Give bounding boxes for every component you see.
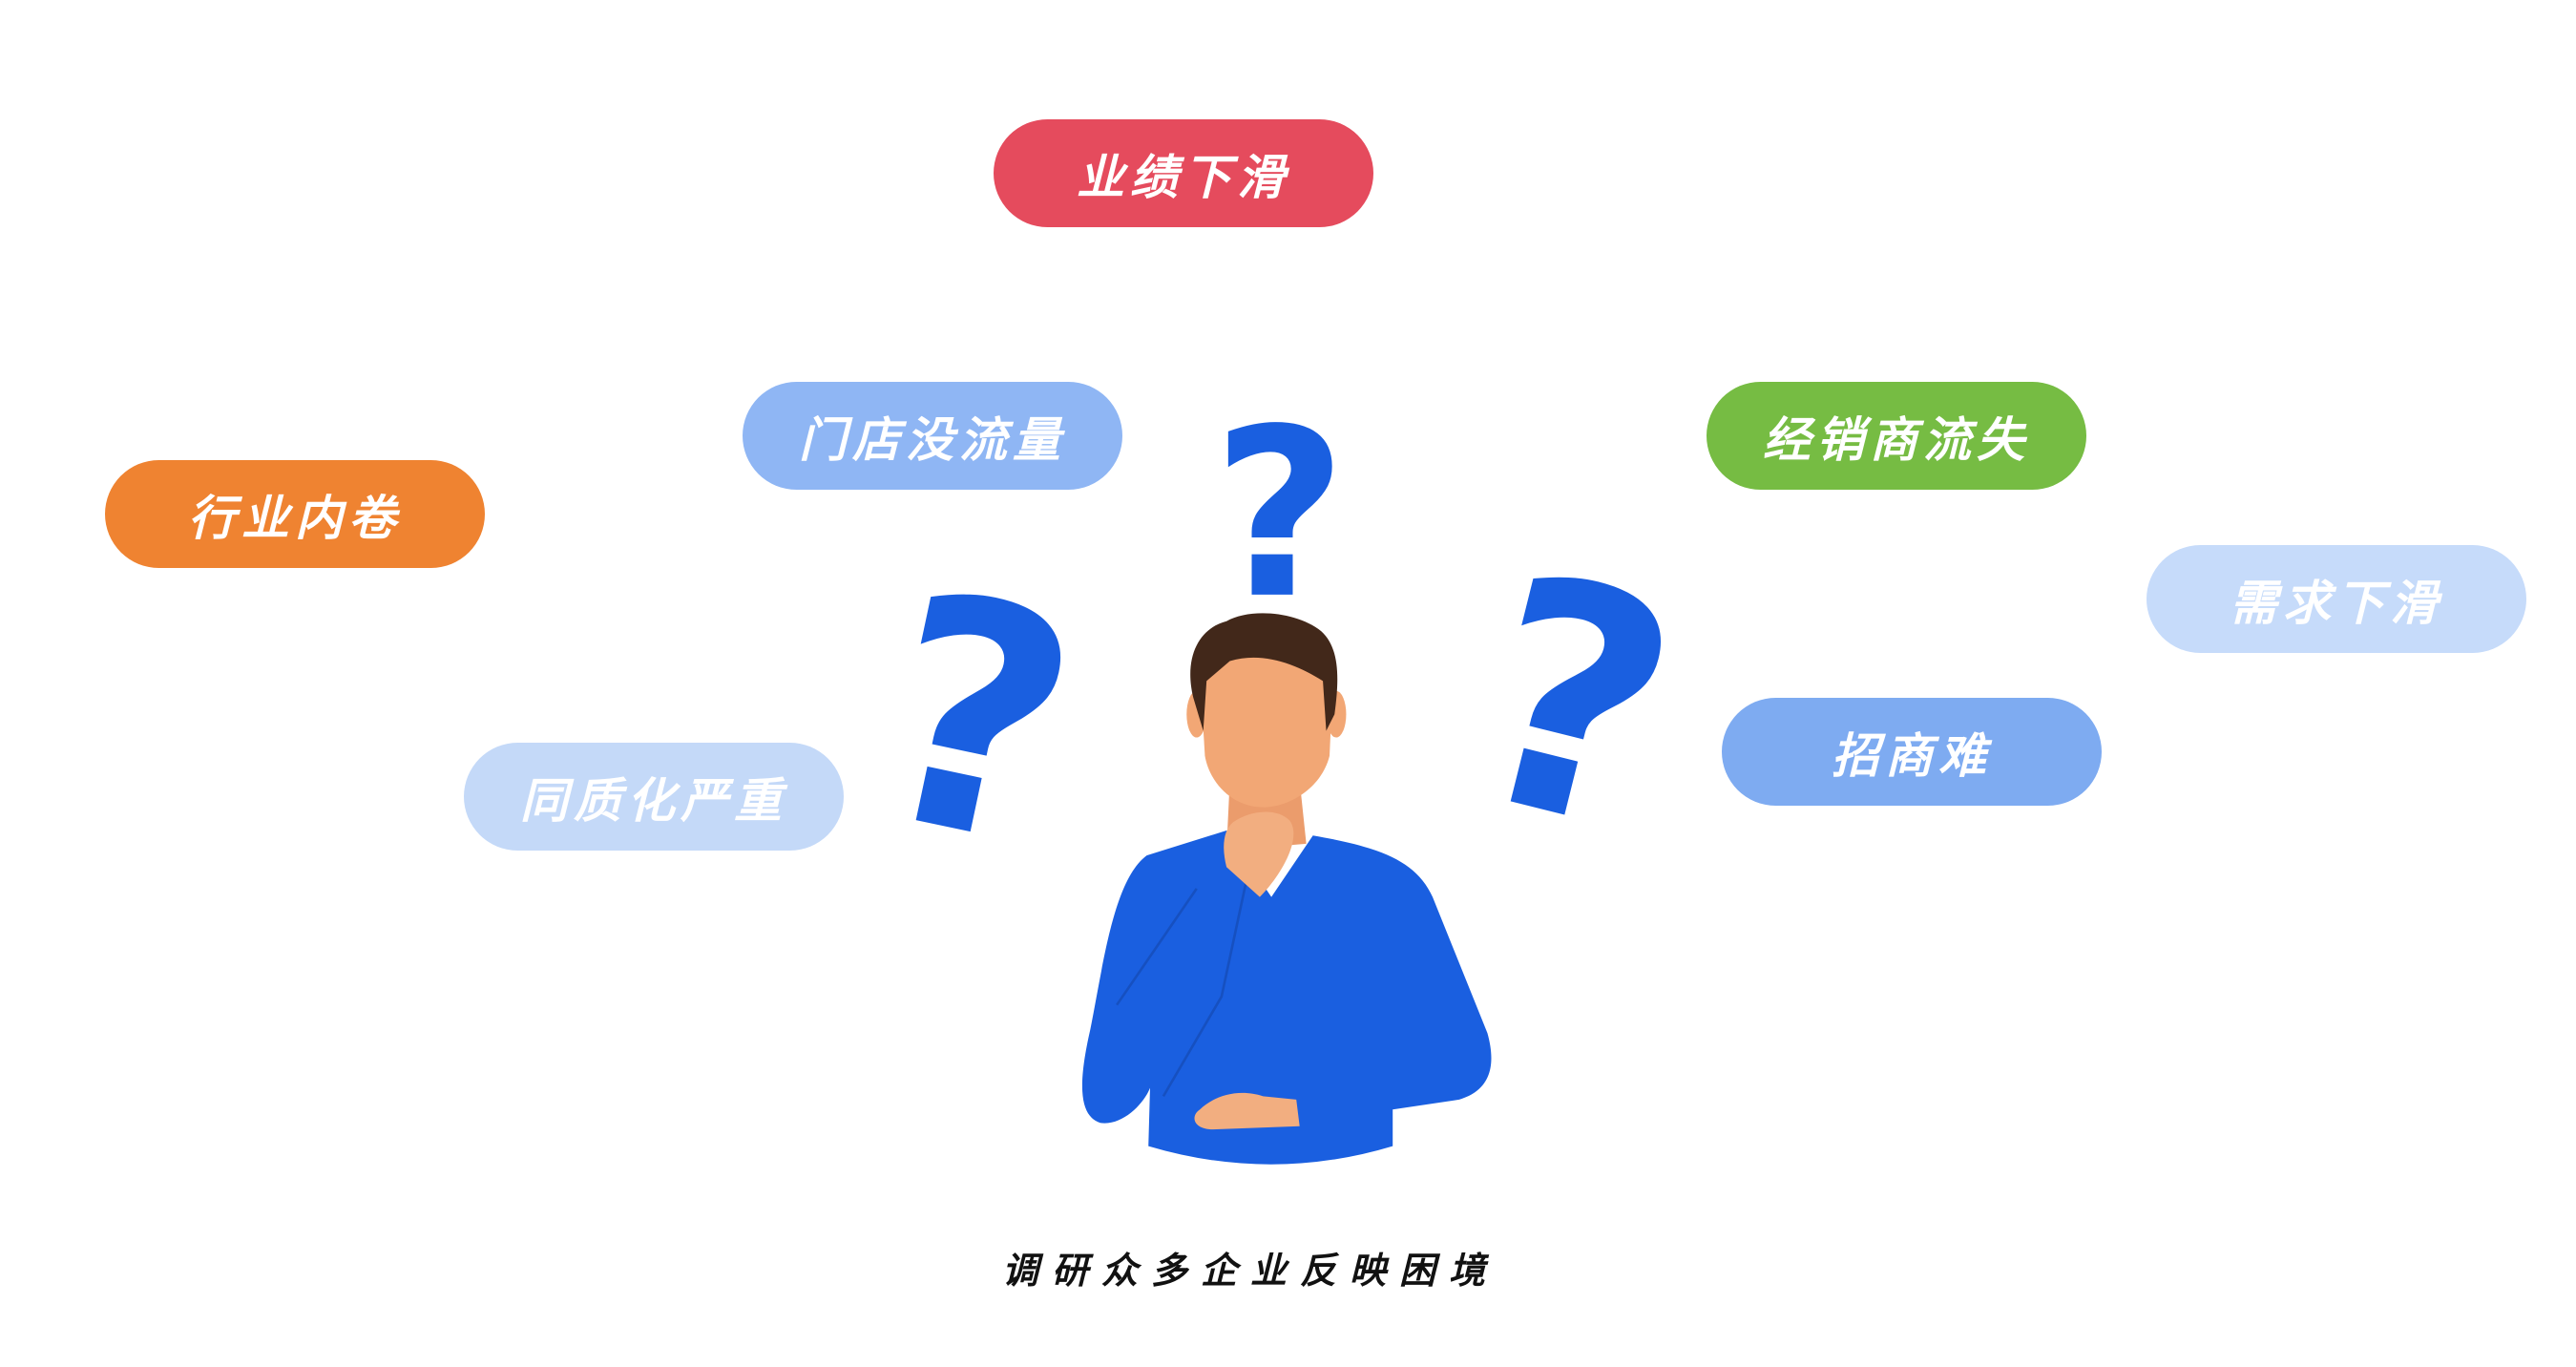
tag-pill-performance-decline: 业绩下滑 — [994, 119, 1373, 227]
svg-text:?: ? — [848, 522, 1103, 919]
tag-label: 招商难 — [1832, 727, 1992, 784]
tag-pill-industry-involution: 行业内卷 — [105, 460, 485, 568]
caption: 调研众多企业反映困境 — [1001, 1250, 1498, 1292]
tag-label: 门店没流量 — [799, 411, 1066, 468]
tag-label: 行业内卷 — [188, 490, 402, 546]
svg-text:?: ? — [1212, 380, 1347, 650]
tag-label: 需求下滑 — [2230, 575, 2443, 631]
tag-pill-homogenization: 同质化严重 — [464, 743, 844, 851]
person-figure — [1081, 613, 1492, 1165]
svg-text:?: ? — [1440, 504, 1707, 905]
tag-pill-hard-recruiting: 招商难 — [1722, 698, 2102, 806]
tag-pill-dealer-loss: 经销商流失 — [1707, 382, 2086, 490]
tag-label: 同质化严重 — [520, 772, 787, 829]
tag-label: 经销商流失 — [1763, 411, 2030, 468]
tag-pill-demand-decline: 需求下滑 — [2147, 545, 2526, 653]
tag-label: 业绩下滑 — [1077, 149, 1290, 205]
tag-pill-no-store-traffic: 门店没流量 — [743, 382, 1122, 490]
